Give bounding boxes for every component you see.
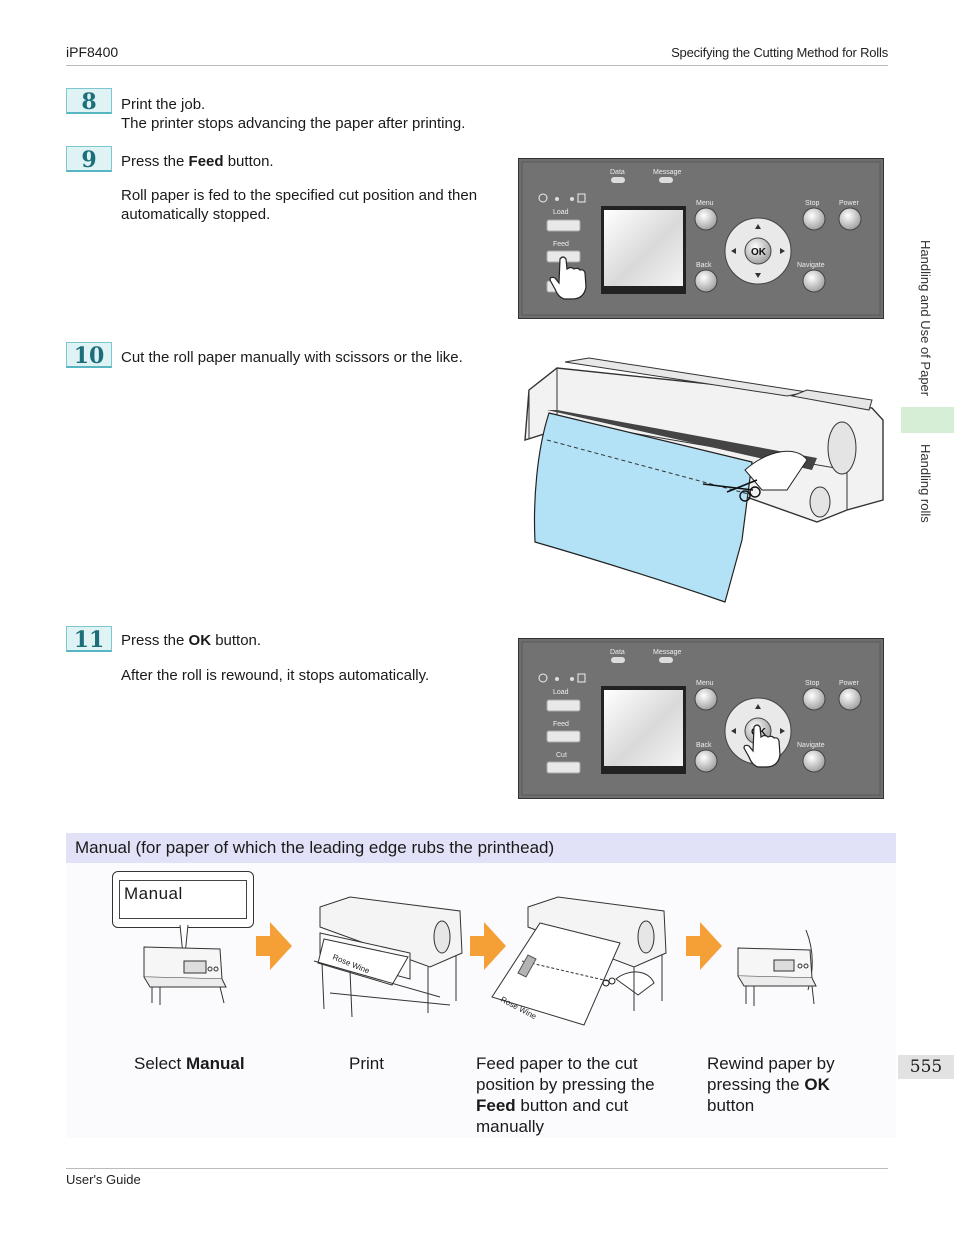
message-lamp-label-2: Message — [653, 649, 682, 656]
step-9-line1: Press the Feed button. — [121, 152, 501, 171]
load-label-2: Load — [553, 689, 569, 696]
step-number-9: 9 — [66, 146, 112, 173]
menu-label-2: Menu — [696, 680, 714, 687]
step-number-11: 11 — [66, 626, 112, 653]
control-panel-illustration-ok: Data Message Load Feed Cut Menu Back OK … — [518, 638, 884, 799]
ok-label: OK — [751, 247, 767, 258]
stop-label-2: Stop — [805, 680, 820, 687]
step-9-text: Press the Feed button. Roll paper is fed… — [121, 152, 501, 224]
power-label: Power — [839, 200, 860, 207]
caption-4-pre: pressing the — [707, 1075, 805, 1094]
header-chapter-title: Specifying the Cutting Method for Rolls — [671, 45, 888, 60]
stage4-panel-drawing — [737, 930, 817, 1006]
load-label: Load — [553, 209, 569, 216]
sidebar-section-label[interactable]: Handling and Use of Paper — [918, 240, 933, 397]
footer-guide-name: User's Guide — [66, 1172, 141, 1187]
menu-label: Menu — [696, 200, 714, 207]
caption-1-pre: Select — [134, 1054, 186, 1073]
power-label-2: Power — [839, 680, 860, 687]
display-callout: Manual — [112, 871, 254, 928]
step-9-line2: Roll paper is fed to the specified cut p… — [121, 187, 478, 223]
caption-rewind: Rewind paper by pressing the OK button — [707, 1053, 887, 1116]
message-lamp-label: Message — [653, 169, 682, 176]
stage2-printer-drawing: Rose Wine — [313, 896, 463, 1018]
printer-cutting-illustration — [517, 350, 887, 605]
sidebar-active-tab — [901, 407, 954, 433]
stage3-printer-drawing: Rose Wine — [491, 896, 667, 1026]
printer-cutting-drawing — [524, 357, 884, 603]
control-panel-illustration-feed: Data Message Load Feed Menu Back OK Stop… — [518, 158, 884, 319]
caption-3-line3-rest: button and cut — [515, 1096, 629, 1115]
data-lamp-label-2: Data — [610, 649, 625, 656]
back-label-2: Back — [696, 742, 712, 749]
feed-label: Feed — [553, 241, 569, 248]
flow-arrow-1 — [256, 922, 292, 970]
step-9-bold: Feed — [188, 153, 224, 170]
step-8-line2: The printer stops advancing the paper af… — [121, 115, 466, 132]
flow-arrow-3 — [686, 922, 722, 970]
caption-4-line3: button — [707, 1096, 755, 1115]
caption-3-bold: Feed — [476, 1096, 516, 1115]
caption-print: Print — [349, 1054, 384, 1073]
header-model: iPF8400 — [66, 44, 119, 60]
section-title-bar: Manual (for paper of which the leading e… — [66, 833, 896, 863]
step-9-pre: Press the — [121, 153, 189, 170]
display-text: Manual — [124, 884, 183, 903]
caption-4-line1: Rewind paper by — [707, 1054, 835, 1073]
step-number-8: 8 — [66, 88, 112, 115]
step-number-10: 10 — [66, 342, 112, 369]
step-11-text: Press the OK button. After the roll is r… — [121, 631, 429, 685]
flow-arrow-2 — [470, 922, 506, 970]
navigate-label: Navigate — [797, 262, 825, 269]
caption-3-line2: position by pressing the — [476, 1075, 655, 1094]
data-lamp-label: Data — [610, 169, 625, 176]
feed-label-2: Feed — [553, 721, 569, 728]
caption-1-bold: Manual — [185, 1054, 245, 1073]
step-8-line1: Print the job. — [121, 96, 206, 113]
step-11-bold: OK — [188, 632, 212, 649]
caption-3-line4: manually — [476, 1117, 545, 1136]
footer-divider — [66, 1168, 888, 1169]
page-number: 555 — [898, 1055, 954, 1079]
caption-select-manual: Select Manual — [134, 1053, 245, 1074]
caption-feed-and-cut: Feed paper to the cut position by pressi… — [476, 1053, 676, 1137]
stop-label: Stop — [805, 200, 820, 207]
navigate-label-2: Navigate — [797, 742, 825, 749]
caption-3-line1: Feed paper to the cut — [476, 1054, 638, 1073]
caption-3-line3: Feed button and cut — [476, 1095, 676, 1116]
step-11-line1: Press the OK button. — [121, 631, 429, 650]
step-11-post: button. — [211, 632, 262, 649]
step-11-pre: Press the — [121, 632, 189, 649]
caption-4-line2: pressing the OK — [707, 1074, 887, 1095]
step-9-post: button. — [223, 153, 274, 170]
sidebar-subsection-label[interactable]: Handling rolls — [918, 444, 933, 523]
step-8-text: Print the job. The printer stops advanci… — [121, 95, 465, 133]
display-screen: Manual — [119, 880, 247, 919]
step-11-line2: After the roll is rewound, it stops auto… — [121, 667, 430, 684]
stage1-panel-drawing — [143, 925, 227, 1005]
header-divider — [66, 65, 888, 66]
caption-4-bold: OK — [804, 1075, 830, 1094]
step-10-text: Cut the roll paper manually with scissor… — [121, 349, 463, 366]
control-panel-drawing-2: Data Message Load Feed Cut Menu Back OK … — [519, 639, 883, 798]
back-label: Back — [696, 262, 712, 269]
cut-label-2: Cut — [556, 752, 567, 759]
control-panel-drawing: Data Message Load Feed Menu Back OK Stop… — [519, 159, 883, 318]
